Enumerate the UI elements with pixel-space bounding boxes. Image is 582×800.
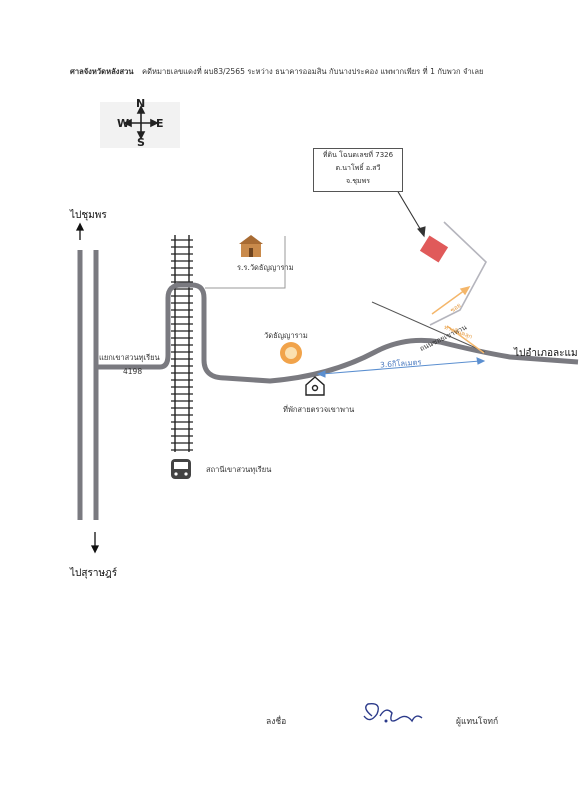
- compass-west: W: [117, 117, 130, 130]
- school-icon: [239, 235, 263, 257]
- plot-deed-number: ที่ดิน โฉนดเลขที่ 7326: [322, 151, 394, 159]
- court-name: ศาลจังหวัดหลังสวน: [70, 67, 134, 76]
- label-police-box: ที่พักสายตรวจเขาพาน: [283, 405, 355, 414]
- label-to-amphoe: ไปอำเภอละแม: [514, 348, 578, 359]
- plot-province: จ.ชุมพร: [345, 177, 371, 185]
- school-boundary: [205, 236, 286, 289]
- temple-icon: [280, 342, 302, 364]
- compass-north: N: [136, 97, 146, 110]
- plaintiff-representative-label: ผู้แทนโจทก์: [456, 717, 499, 727]
- plot-callout-arrow: [396, 189, 426, 238]
- label-to-surat: ไปสุราษฎร์: [70, 568, 118, 579]
- road-4198: [96, 282, 579, 384]
- distance-line: [316, 357, 486, 378]
- train-station-icon: [171, 459, 191, 479]
- plot-info-box: ที่ดิน โฉนดเลขที่ 7326 ต.นาโพธิ์ อ.สวี จ…: [313, 148, 403, 192]
- railway-track: [171, 235, 193, 452]
- label-train-station: สถานีเขาสวนทุเรียน: [206, 465, 272, 474]
- label-junction: แยกเขาสวนทุเรียน: [99, 353, 160, 362]
- police-box-icon: [305, 376, 325, 396]
- gravel-road: [431, 285, 485, 354]
- label-school: ร.ร.วัดธัญญาราม: [237, 263, 294, 272]
- label-road-number: 4198: [123, 367, 143, 376]
- label-temple: วัดธัญญาราม: [264, 331, 308, 340]
- land-plot-marker: [419, 235, 449, 263]
- compass-rose: [123, 105, 159, 140]
- signature-scribble: [363, 703, 423, 723]
- case-header: ศาลจังหวัดหลังสวน คดีหมายเลขแดงที่ ผบ83/…: [70, 66, 483, 78]
- signature-label: ลงชื่อ: [266, 717, 287, 727]
- label-to-chumphon: ไปชุมพร: [70, 210, 107, 221]
- case-description: คดีหมายเลขแดงที่ ผบ83/2565 ระหว่าง ธนาคา…: [141, 67, 484, 76]
- compass-east: E: [156, 117, 164, 130]
- main-highway: [77, 250, 99, 520]
- side-road: [371, 301, 486, 353]
- direction-arrows: [75, 222, 100, 554]
- compass-south: S: [137, 136, 145, 149]
- plot-district: ต.นาโพธิ์ อ.สวี: [335, 164, 381, 172]
- soi-road: [429, 221, 487, 326]
